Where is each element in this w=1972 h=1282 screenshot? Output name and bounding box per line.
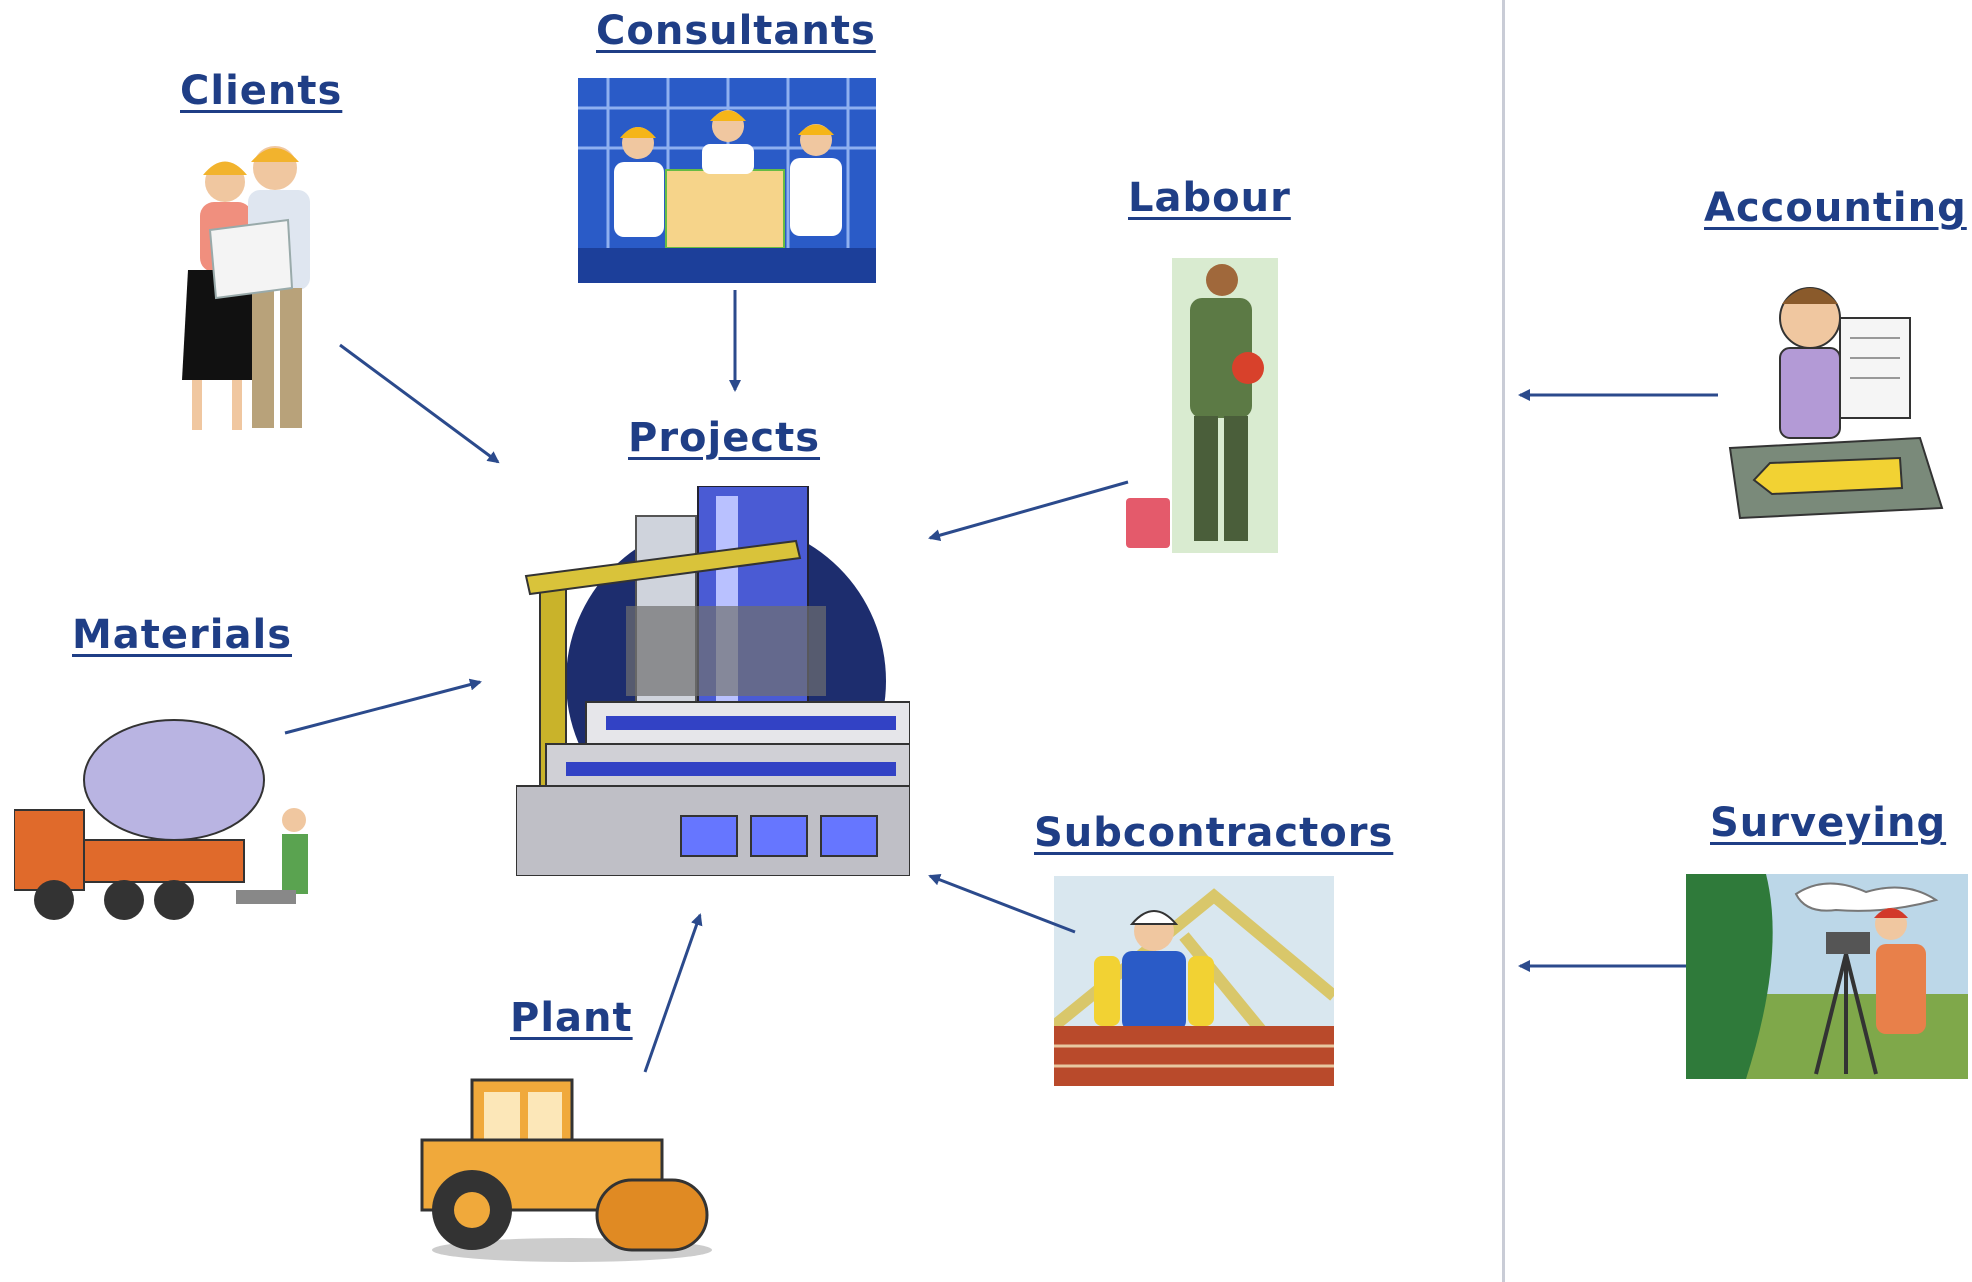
projects-label: Projects <box>628 415 821 461</box>
materials-icon <box>14 700 320 928</box>
subcontractors-icon <box>1054 876 1334 1086</box>
labour-label: Labour <box>1128 175 1291 221</box>
arrow-labour-to-projects <box>928 480 1129 542</box>
accounting-icon <box>1710 268 1946 520</box>
materials-label: Materials <box>72 612 292 658</box>
consultants-label: Consultants <box>596 8 876 54</box>
arrow-subcontractors-to-projects <box>928 874 1076 934</box>
accounting-label: Accounting <box>1704 185 1967 231</box>
arrow-clients-to-projects <box>339 343 500 464</box>
section-divider <box>1502 0 1505 1282</box>
plant-icon <box>412 1070 712 1265</box>
arrow-materials-to-projects <box>284 678 482 735</box>
clients-icon <box>170 140 350 440</box>
surveying-icon <box>1686 874 1968 1079</box>
surveying-label: Surveying <box>1710 800 1947 846</box>
projects-icon <box>516 486 910 876</box>
arrow-plant-to-projects <box>643 913 703 1073</box>
subcontractors-label: Subcontractors <box>1034 810 1394 856</box>
plant-label: Plant <box>510 995 633 1041</box>
clients-label: Clients <box>180 68 343 114</box>
labour-icon <box>1122 258 1282 553</box>
consultants-icon <box>578 78 876 283</box>
